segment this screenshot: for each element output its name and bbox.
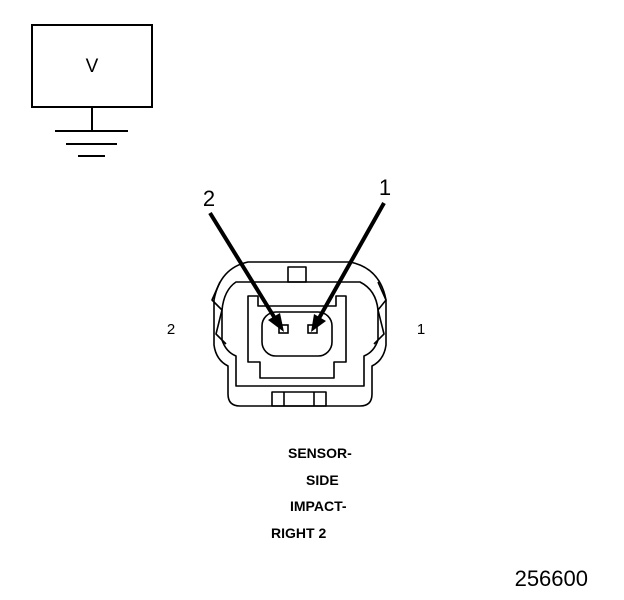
terminal-cavity <box>261 311 333 357</box>
terminal-cavity-outline <box>247 295 347 379</box>
connector-face <box>211 261 387 407</box>
pin-1-probe-arrow <box>311 202 386 332</box>
voltmeter-label: V <box>86 56 99 77</box>
pin-1-side-label: 1 <box>417 321 425 338</box>
right-side-lock <box>373 281 387 345</box>
caption-line: RIGHT 2 <box>271 525 326 541</box>
ground-icon <box>55 130 128 157</box>
figure-number: 256600 <box>515 566 588 591</box>
pin-2-side-label: 2 <box>167 321 175 338</box>
pin-2-terminal <box>278 324 289 334</box>
connector-caption: SENSOR- SIDE IMPACT- RIGHT 2 <box>271 445 352 541</box>
pin-2-callout: 2 <box>203 186 215 211</box>
caption-line: SENSOR- <box>288 445 352 461</box>
top-latch <box>287 266 307 283</box>
housing-outline <box>213 261 387 407</box>
left-side-lock <box>211 281 227 345</box>
bottom-key-slot <box>271 391 327 407</box>
pin-1-callout: 1 <box>379 175 391 200</box>
pin-2-probe-arrow <box>208 211 284 332</box>
caption-line: SIDE <box>306 472 339 488</box>
caption-line: IMPACT- <box>290 498 347 514</box>
voltmeter-symbol: V <box>31 24 153 157</box>
housing-ridge <box>221 281 379 387</box>
